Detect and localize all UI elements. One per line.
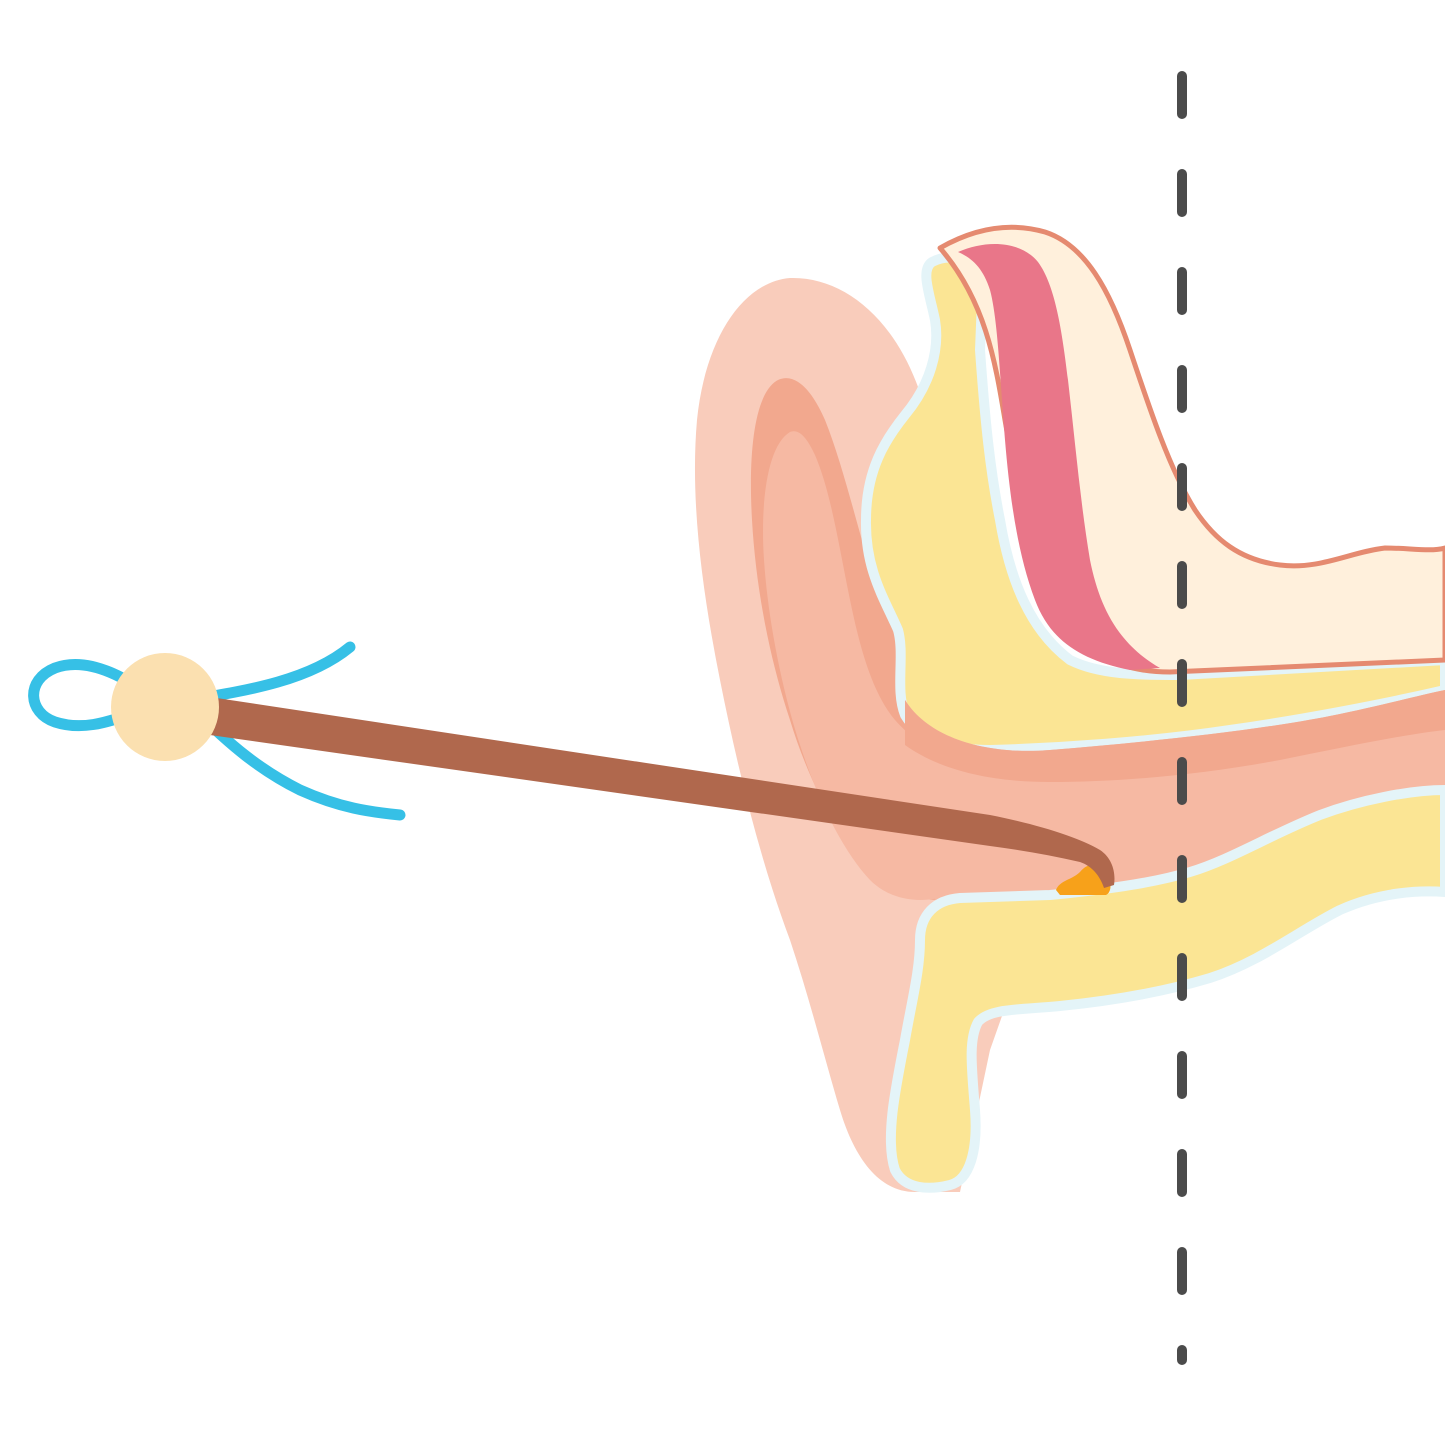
canal-upper-shade [905, 690, 1445, 782]
pick-string-lower [189, 704, 406, 821]
pink-layer [958, 243, 1160, 670]
upper-tissue-block [860, 252, 1445, 755]
pick-shaft [210, 697, 1115, 888]
ear-pick-icon [28, 641, 1115, 888]
lower-tissue-block [885, 785, 1445, 1193]
pick-string-loop [28, 658, 171, 732]
pick-bead [111, 653, 219, 761]
